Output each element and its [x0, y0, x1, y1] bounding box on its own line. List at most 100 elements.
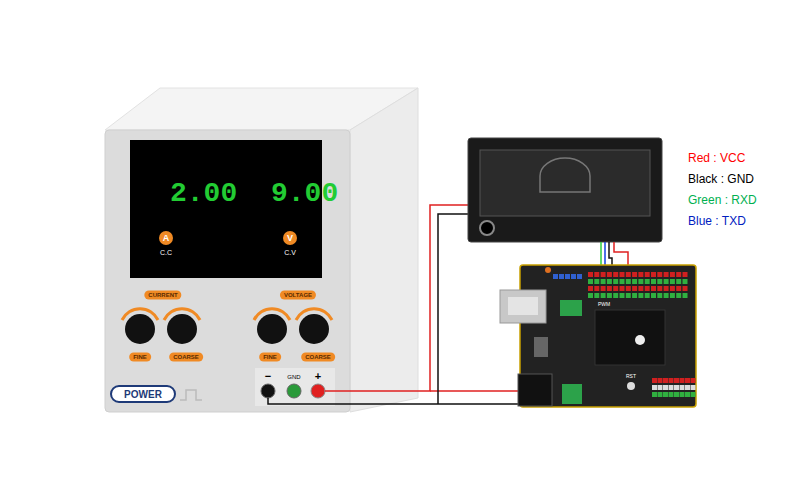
header-pin [652, 392, 657, 397]
header-pin [651, 286, 656, 291]
header-pin [588, 272, 593, 277]
printer-arc [540, 158, 590, 192]
header-pin [683, 293, 688, 298]
header-pin [613, 279, 618, 284]
header-pin [680, 392, 685, 397]
board-label: PWM [598, 301, 610, 307]
header-pin [607, 286, 612, 291]
header-pin [680, 378, 685, 383]
board-label: RST [626, 373, 636, 379]
header-pin [607, 279, 612, 284]
header-pin [620, 286, 625, 291]
header-pin [626, 286, 631, 291]
header-pin [601, 286, 606, 291]
header-pin [651, 272, 656, 277]
header-pin [626, 279, 631, 284]
header-pin [685, 392, 690, 397]
indicator-circle: V [283, 231, 297, 245]
knob-label: COARSE [169, 353, 203, 362]
header-pin [664, 293, 669, 298]
supply-side [350, 88, 418, 412]
header-pin [683, 286, 688, 291]
mode-label: C.C [160, 249, 172, 256]
header-pin [685, 378, 690, 383]
display-screen: 2.009.00AV [130, 140, 322, 278]
header-pin [669, 385, 674, 390]
header-pin [674, 392, 679, 397]
header-pin [680, 385, 685, 390]
supply-front [105, 130, 350, 412]
header-pin [651, 293, 656, 298]
legend-entry: Blue : TXD [688, 214, 746, 228]
header-pin [607, 272, 612, 277]
header-pin [553, 274, 558, 279]
header-pin [620, 272, 625, 277]
header-pin [577, 274, 582, 279]
header-pin [691, 392, 696, 397]
header-pin [652, 378, 657, 383]
pin-headers [553, 272, 696, 397]
header-pin [638, 279, 643, 284]
header-pin [588, 279, 593, 284]
header-pin [683, 279, 688, 284]
header-pin [626, 272, 631, 277]
header-pin [632, 272, 637, 277]
readout-digits: 9.00 [271, 178, 338, 209]
header-pin [657, 279, 662, 284]
header-pin [632, 293, 637, 298]
terminal-label: − [265, 370, 271, 382]
power-button: POWER [110, 385, 176, 403]
terminal-panel [255, 368, 335, 406]
printer-hole [480, 221, 494, 235]
header-pin [676, 272, 681, 277]
header-pin [670, 293, 675, 298]
readout-digits: 2.00 [170, 178, 237, 209]
header-pin [658, 385, 663, 390]
header-pin [613, 272, 618, 277]
header-pin [594, 293, 599, 298]
header-pin [613, 293, 618, 298]
indicator-circle: A [159, 231, 173, 245]
header-pin [663, 378, 668, 383]
header-pin [674, 385, 679, 390]
wire-red [325, 205, 470, 391]
legend-entry: Black : GND [688, 172, 754, 186]
header-pin [664, 279, 669, 284]
header-pin [632, 286, 637, 291]
wire-red [430, 390, 522, 392]
legend-entry: Red : VCC [688, 151, 745, 165]
header-pin [685, 385, 690, 390]
terminal-label: GND [287, 374, 300, 380]
header-pin [664, 272, 669, 277]
arduino-board [500, 265, 696, 407]
header-pin [601, 279, 606, 284]
mode-label: C.V [284, 249, 296, 256]
header-pin [657, 293, 662, 298]
header-pin [683, 272, 688, 277]
header-pin [601, 272, 606, 277]
header-pin [676, 293, 681, 298]
header-pin [676, 286, 681, 291]
knob-label: FINE [259, 353, 281, 362]
header-pin [645, 272, 650, 277]
header-pin [657, 286, 662, 291]
toggle-icon [180, 390, 202, 400]
knob-group-label: CURRENT [144, 291, 181, 300]
header-pin [674, 378, 679, 383]
header-pin [645, 293, 650, 298]
node-text: V [287, 233, 293, 243]
header-pin [620, 279, 625, 284]
terminal-positive [311, 384, 325, 398]
header-pin [652, 385, 657, 390]
header-pin [632, 279, 637, 284]
node-text: A [163, 233, 170, 243]
knobs [122, 309, 332, 344]
header-pin [601, 293, 606, 298]
header-pin [676, 279, 681, 284]
legend-entry: Green : RXD [688, 193, 757, 207]
header-pin [607, 293, 612, 298]
header-pin [638, 272, 643, 277]
header-pin [691, 378, 696, 383]
header-pin [691, 385, 696, 390]
